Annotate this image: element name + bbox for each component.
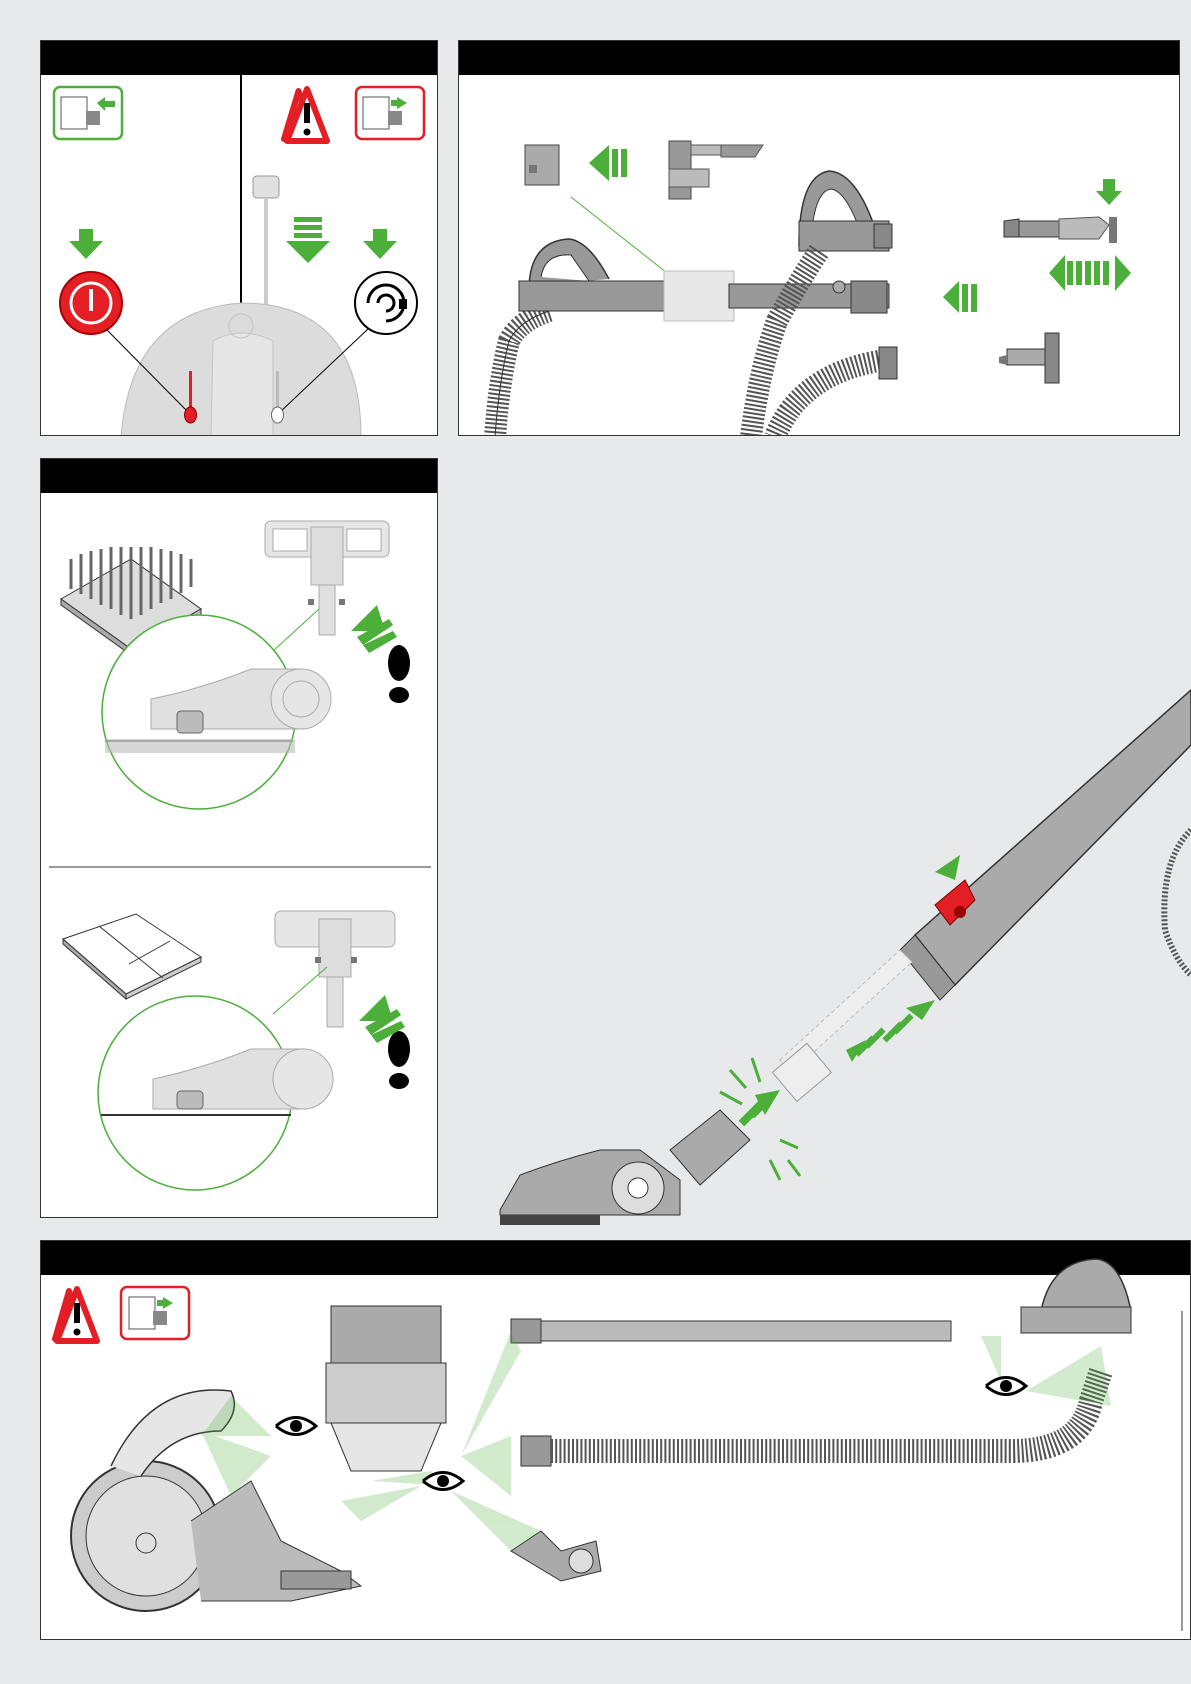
floor-setting-panel <box>40 458 438 1218</box>
stair-tool-icon <box>999 333 1059 383</box>
tool-clip-icon <box>525 145 559 185</box>
maintenance-panel <box>40 1240 1191 1640</box>
tools-panel <box>458 40 1180 436</box>
power-panel <box>40 40 438 436</box>
combination-tool-icon <box>1004 217 1117 243</box>
warning-icon <box>55 1289 97 1341</box>
cleaner-head-icon <box>500 1110 750 1225</box>
release-button-icon[interactable] <box>935 880 975 925</box>
warning-icon <box>284 89 327 141</box>
slide-arrow <box>1049 255 1131 291</box>
tools-illustration <box>459 41 1180 436</box>
power-button-icon[interactable] <box>60 272 122 334</box>
power-illustration <box>41 41 438 436</box>
unplug-icon <box>356 87 424 139</box>
wand-icon <box>900 690 1191 1000</box>
unplug-icon <box>121 1287 189 1339</box>
maintenance-illustration <box>41 1241 1191 1640</box>
click-icon <box>720 1058 800 1180</box>
unplug-icon <box>54 87 122 139</box>
floor-setting-illustration <box>41 459 438 1218</box>
hard-floor-icon <box>63 914 201 999</box>
cable-rewind-icon[interactable] <box>355 272 417 334</box>
